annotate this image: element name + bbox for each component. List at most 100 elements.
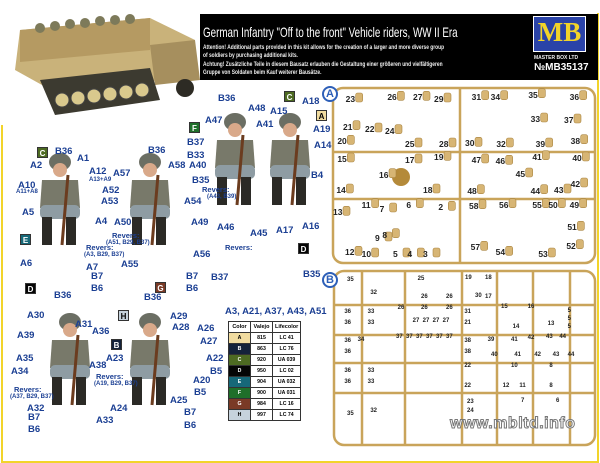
part-callout: A23 <box>106 353 124 364</box>
sprue-b-part-number: 33 <box>367 367 375 374</box>
part-callout: A30 <box>27 310 45 321</box>
sprue-a-part-number: 2 <box>438 202 444 213</box>
part-callout: A3, A21, A37, A43, A51 <box>225 306 327 317</box>
part-callout: A55 <box>121 259 139 270</box>
part-callout: A56 <box>193 249 211 260</box>
sprue-a-part-number: 18 <box>423 185 433 195</box>
vallejo-code: 900 <box>250 387 273 399</box>
part-callout: B37 <box>211 272 229 283</box>
sprue-b-part-number: 37 <box>396 334 403 341</box>
part-callout: A49 <box>191 217 209 228</box>
part-callout: B6 <box>186 283 199 294</box>
sprue-b-part-number: 10 <box>511 362 518 369</box>
sprue-b-part-number: 27 <box>432 317 440 324</box>
part-callout: A27 <box>200 336 218 347</box>
color-swatch: H <box>228 409 251 421</box>
revers-note: Revers: <box>112 231 140 240</box>
header-banner: German Infantry "Off to the front" Vehic… <box>200 14 598 80</box>
color-swatch: E <box>228 376 251 388</box>
sprue-b-part-number: 17 <box>485 294 492 301</box>
vallejo-code: 863 <box>250 343 273 355</box>
sprue-b-part-number: 22 <box>464 382 472 389</box>
color-code-badge: E <box>20 234 31 245</box>
part-callout: B7 <box>91 271 104 282</box>
sprue-b-part-number: 36 <box>344 379 352 386</box>
part-callout: A19 <box>313 124 331 135</box>
sprue-a-part-number: 46 <box>495 156 506 167</box>
part-callout: A16 <box>302 221 320 232</box>
sprue-a-part-number: 42 <box>570 179 581 189</box>
kit-title: German Infantry "Off to the front" Vehic… <box>203 24 458 40</box>
vallejo-code: 904 <box>250 376 273 388</box>
vallejo-code: 815 <box>250 332 273 344</box>
sprue-b-part-number: 44 <box>559 334 567 341</box>
part-callout: A5 <box>22 207 35 218</box>
sprue-b-badge: B <box>322 272 338 288</box>
sprue-b-part-number: 14 <box>512 324 520 331</box>
sprue-b-part-number: 27 <box>412 317 420 324</box>
sprue-b-part-number: 37 <box>426 334 433 341</box>
color-row: A 815 LC 41 <box>228 332 302 344</box>
sprue-a-part-number: 49 <box>569 199 580 210</box>
color-code-badge: H <box>118 310 129 321</box>
sprue-b-part-number: 13 <box>547 321 555 327</box>
part-callout: A40 <box>189 160 207 171</box>
part-callout: A4 <box>95 216 108 227</box>
sprue-b-part-number: 40 <box>491 351 498 358</box>
sprue-a-part-number: 24 <box>385 125 395 136</box>
sprue-a-part-number: 5 <box>393 249 398 259</box>
sprue-a-part-number: 10 <box>361 249 372 259</box>
revers-note: Revers: <box>225 243 253 252</box>
color-row: B 863 LC 76 <box>228 343 302 355</box>
sprue-b-part-number: 33 <box>367 320 375 327</box>
color-swatch: C <box>228 354 251 366</box>
sprue-b-part-number: 11 <box>519 382 526 389</box>
sprue-a-part-number: 32 <box>496 139 506 149</box>
part-callout: B6 <box>184 420 197 431</box>
sprue-b-part-number: 37 <box>446 334 453 341</box>
part-callout: A39 <box>17 330 35 341</box>
color-swatch: D <box>228 365 251 377</box>
revers-note: Revers: <box>202 185 230 194</box>
sprue-b-part-number: 6 <box>556 397 560 404</box>
sprue-b-part-number: 8 <box>549 382 553 389</box>
sprue-a-part-number: 30 <box>465 138 475 149</box>
revers-note: Revers: <box>86 243 114 252</box>
sprue-b-part-number: 30 <box>475 292 482 299</box>
sprue-b-part-number: 41 <box>511 337 518 343</box>
sprue-b-part-number: 33 <box>367 379 375 386</box>
part-callout: B6 <box>28 424 41 435</box>
part-callout: A17 <box>276 225 294 236</box>
sprue-a-part-number: 41 <box>532 151 542 162</box>
sprue-b-part-number: 26 <box>397 305 405 312</box>
col-header: Lifecolor <box>271 321 302 333</box>
part-callout: A31 <box>75 319 93 330</box>
sprue-b-part-number: 21 <box>464 320 472 327</box>
sprue-a-part-number: 54 <box>495 247 506 258</box>
sprue-b-part-number: 19 <box>465 275 472 281</box>
lifecolor-code: UA 039 <box>271 354 302 366</box>
part-callout: A24 <box>110 403 128 414</box>
part-callout: A18 <box>302 96 320 107</box>
soldier-figures <box>40 113 310 406</box>
part-callout: A10 <box>18 180 36 191</box>
sprue-b-part-number: 37 <box>436 334 443 341</box>
sprue-a-part-number: 52 <box>566 240 576 251</box>
soldier-figure <box>130 313 170 406</box>
sprue-b-part-number: 32 <box>370 407 378 414</box>
note-line: Gruppe von Soldaten beim Kauf weiterer B… <box>203 69 322 76</box>
note-line: Achtung! Zusätzliche Teile in diesem Bau… <box>203 61 443 68</box>
part-callout: A2 <box>30 160 43 171</box>
sprue-b-part-number: 26 <box>421 294 428 301</box>
part-callout: A53 <box>101 196 119 207</box>
sprue-b-part-number: 36 <box>344 309 352 316</box>
color-code-badge: D <box>25 283 36 294</box>
sprue-a-part-number: 55 <box>532 199 542 210</box>
part-callout: A7 <box>86 262 99 273</box>
part-callout: A1 <box>77 153 90 164</box>
col-header: Valejo <box>250 321 273 333</box>
sprue-b-part-number: 27 <box>442 317 450 324</box>
part-callout: A28 <box>172 322 190 333</box>
sprue-a-part-number: 47 <box>471 155 482 165</box>
color-code-badge: C <box>37 147 48 158</box>
